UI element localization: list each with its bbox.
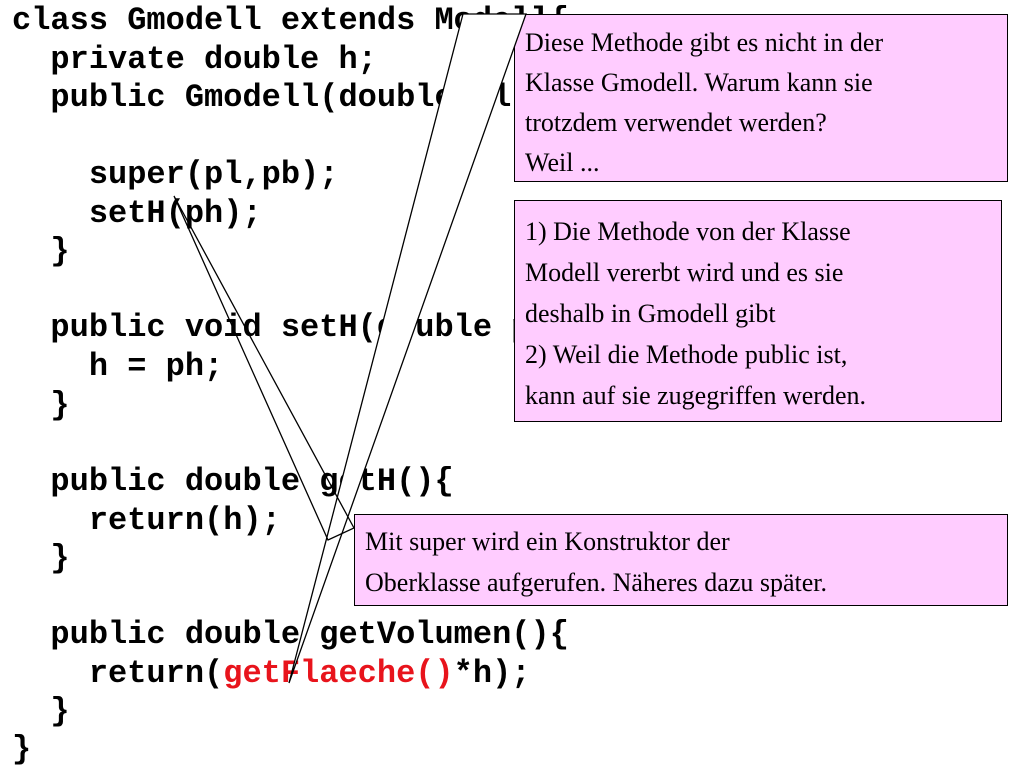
highlighted-method-call: getFlaeche() (223, 655, 454, 692)
code-line-20: } (12, 731, 32, 768)
code-line-9: public void setH(double ph){ (12, 309, 589, 346)
note-line: 1) Die Methode von der Klasse (525, 217, 851, 246)
note-line: Klasse Gmodell. Warum kann sie (525, 68, 873, 97)
note-line: 2) Weil die Methode public ist, (525, 340, 848, 369)
note-line: Mit super wird ein Konstruktor der (365, 527, 730, 556)
method-question-note: Diese Methode gibt es nicht in der Klass… (514, 14, 1008, 182)
super-note: Mit super wird ein Konstruktor der Oberk… (354, 514, 1008, 606)
note-line: Oberklasse aufgerufen. Näheres dazu spät… (365, 568, 828, 597)
code-line-13: public double getH(){ (12, 463, 454, 500)
code-line-6: setH(ph); (12, 195, 262, 232)
code-line-19: } (12, 693, 70, 730)
note-line: trotzdem verwendet werden? (525, 108, 827, 137)
note-line: kann auf sie zugegriffen werden. (525, 381, 866, 410)
note-line: Modell vererbt wird und es sie (525, 258, 844, 287)
method-answer-note: 1) Die Methode von der Klasse Modell ver… (514, 200, 1002, 422)
code-line-18-start: return( (12, 655, 224, 692)
code-line-15: } (12, 540, 70, 577)
code-line-17: public double getVolumen(){ (12, 616, 569, 653)
code-line-18-end: *h); (453, 655, 531, 692)
code-line-11: } (12, 387, 70, 424)
note-line: Weil ... (525, 148, 600, 177)
code-line-2: private double h; (12, 41, 377, 78)
code-line-14: return(h); (12, 502, 281, 539)
note-line: deshalb in Gmodell gibt (525, 299, 776, 328)
note-line: Diese Methode gibt es nicht in der (525, 28, 884, 57)
code-line-7: } (12, 233, 70, 270)
code-line-1: class Gmodell extends Modell{ (12, 2, 569, 39)
code-line-10: h = ph; (12, 348, 224, 385)
code-line-18: return(getFlaeche()*h); (12, 655, 531, 693)
code-line-5: super(pl,pb); (12, 156, 339, 193)
